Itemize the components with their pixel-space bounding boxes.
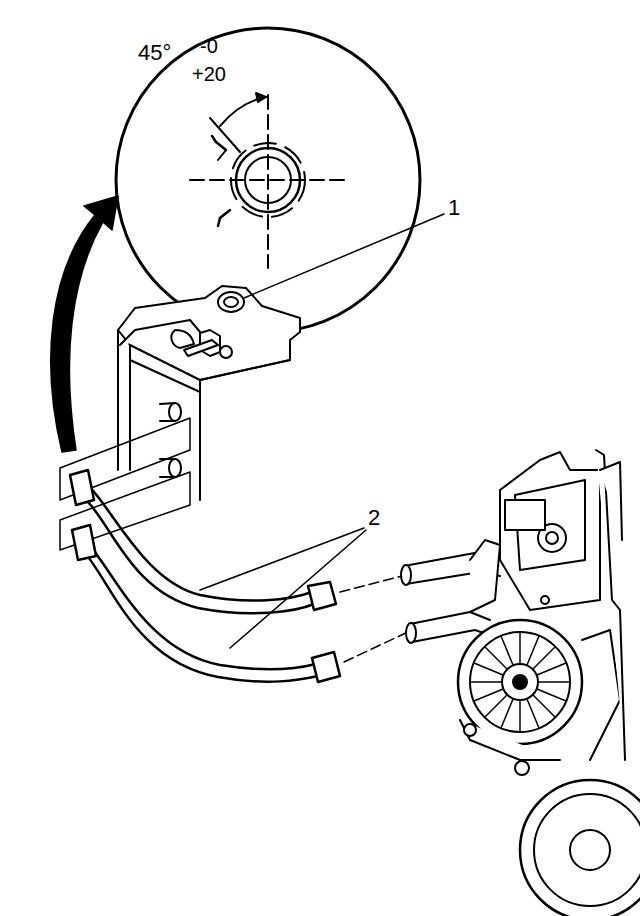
view-arrow [51, 196, 118, 452]
engine-assembly [401, 450, 640, 916]
angle-value: 45° [138, 42, 171, 64]
tolerance-plus: +20 [192, 64, 226, 84]
leader-lines [200, 214, 444, 648]
callout-number: 1 [448, 197, 460, 219]
tolerance-minus: -0 [200, 36, 218, 56]
detail-inset [116, 28, 420, 332]
cooler-hoses [70, 470, 408, 682]
callout-number: 2 [368, 507, 380, 529]
